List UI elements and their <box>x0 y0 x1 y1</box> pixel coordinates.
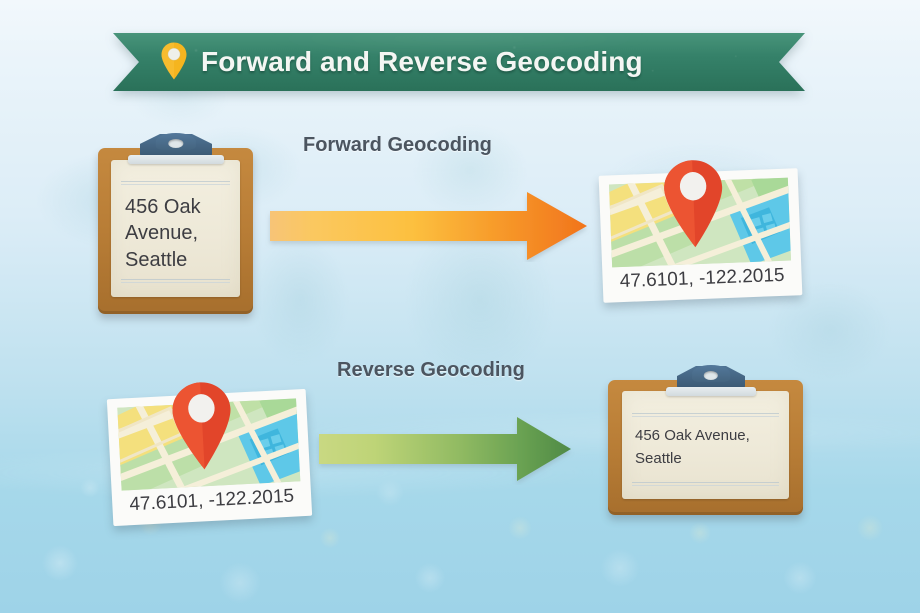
forward-geocoding-label: Forward Geocoding <box>303 134 492 156</box>
clipboard-paper: 456 Oak Avenue, Seattle <box>111 160 240 297</box>
map-pin-icon <box>172 382 231 470</box>
banner-texture <box>113 33 805 91</box>
clipboard-address-text: 456 Oak Avenue, Seattle <box>125 194 201 273</box>
page-title: Forward and Reverse Geocoding <box>201 46 643 77</box>
address-line: 456 Oak <box>125 196 201 218</box>
map-pin-icon <box>664 160 723 248</box>
paper-rule-line <box>632 482 779 483</box>
clipboard-paper: 456 Oak Avenue, Seattle <box>622 391 789 499</box>
address-line: 456 Oak Avenue, <box>635 427 750 444</box>
paper-rule-line <box>632 413 779 414</box>
paper-rule-line <box>121 279 230 280</box>
reverse-geocoding-label: Reverse Geocoding <box>337 359 525 381</box>
paper-rule-line <box>121 184 230 185</box>
banner-ribbon-shape <box>113 33 805 91</box>
reverse-input-map-card: 47.6101, -122.2015 <box>106 382 313 527</box>
clipboard-clip-icon <box>666 365 756 396</box>
forward-arrow-icon <box>270 192 587 260</box>
clip-hole <box>168 138 184 148</box>
clip-hole <box>703 370 719 380</box>
address-line: Seattle <box>125 248 188 271</box>
paper-rule-line <box>121 282 230 283</box>
paper-rule-line <box>121 181 230 182</box>
clipboard-clip-icon <box>128 133 224 164</box>
forward-output-map-card: 47.6101, -122.2015 <box>598 160 803 303</box>
forward-input-clipboard: 456 Oak Avenue, Seattle <box>98 133 253 314</box>
clipboard-address-text: 456 Oak Avenue, Seattle <box>635 424 750 471</box>
reverse-output-clipboard: 456 Oak Avenue, Seattle <box>608 365 803 515</box>
title-banner: Forward and Reverse Geocoding <box>113 33 805 91</box>
map-pin-icon <box>161 42 187 80</box>
clip-bar <box>128 155 224 164</box>
reverse-arrow-icon <box>319 417 571 481</box>
address-line: Avenue, <box>125 222 199 245</box>
clip-bar <box>666 387 756 396</box>
address-line: Seattle <box>635 450 682 468</box>
paper-rule-line <box>632 416 779 417</box>
paper-rule-line <box>632 485 779 486</box>
